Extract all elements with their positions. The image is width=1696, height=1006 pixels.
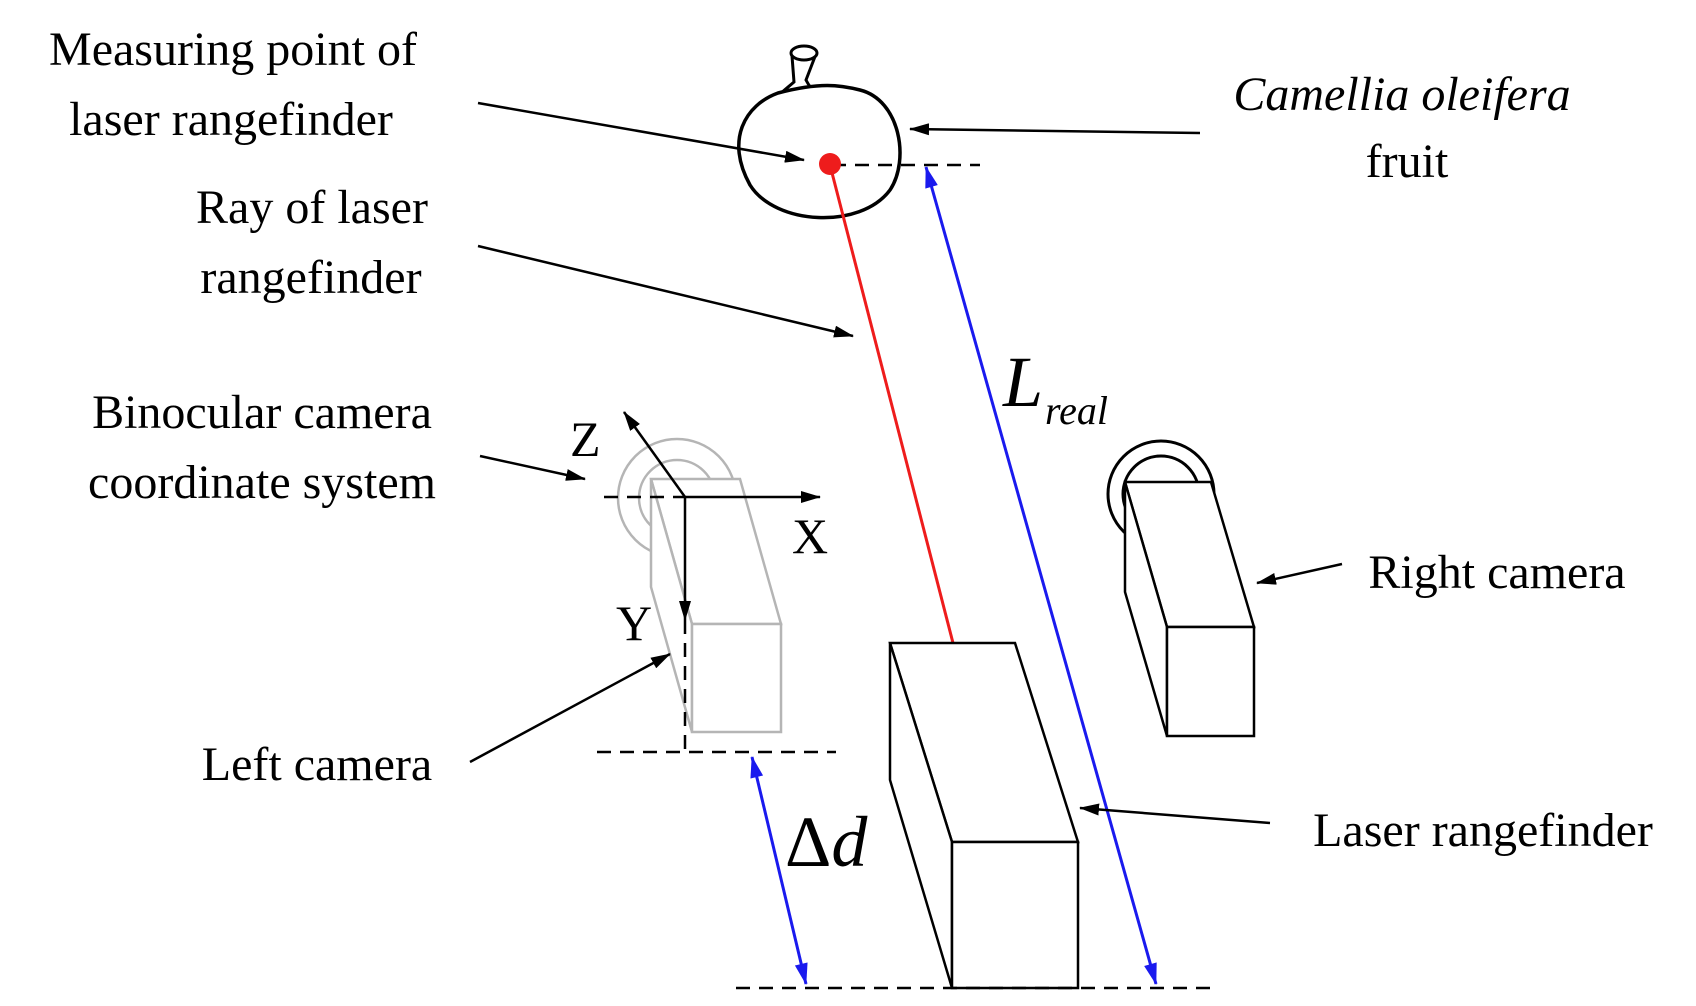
l-real-symbol: Lreal [1002, 342, 1108, 433]
ray-callout-arrow [477, 244, 854, 338]
delta-d-delta: Δ [785, 802, 831, 882]
delta-d-measurement-arrow [750, 755, 808, 986]
laser-ray [828, 164, 955, 644]
ray-label-line1: Ray of laser [196, 181, 428, 234]
fruit-callout-arrow [909, 123, 1201, 136]
measuring-point-label-line2: laser rangefinder [69, 93, 393, 146]
ray-label-line2: rangefinder [200, 251, 421, 304]
camellia-fruit [737, 44, 902, 220]
l-real-subscript: real [1045, 388, 1108, 433]
coordinate-system: X Y Z [570, 411, 828, 752]
left-camera-label: Left camera [202, 738, 432, 791]
delta-d-symbol: Δd [785, 802, 868, 882]
left-camera-callout-arrow [469, 652, 671, 764]
z-axis-label: Z [570, 411, 601, 467]
left-camera [616, 437, 783, 734]
fruit-body [737, 83, 902, 220]
right-camera [1106, 439, 1256, 738]
rangefinder-front [950, 840, 1080, 990]
l-real-measurement-arrow [924, 165, 1158, 986]
laser-rangefinder-body [888, 641, 1080, 990]
l-real-main: L [1002, 342, 1043, 422]
x-axis-label: X [792, 508, 828, 564]
binocular-label-line2: coordinate system [88, 456, 436, 509]
coordinate-callout-arrow [479, 454, 586, 481]
binocular-label-line1: Binocular camera [92, 386, 432, 439]
left-camera-body-front [690, 622, 783, 734]
right-camera-label: Right camera [1368, 546, 1625, 599]
rangefinder-callout-arrow [1079, 803, 1271, 825]
laser-rangefinder-label: Laser rangefinder [1313, 804, 1653, 857]
measuring-point [819, 153, 841, 175]
right-camera-callout-arrow [1256, 562, 1343, 585]
fruit-label-line1: Camellia oleifera [1233, 68, 1570, 121]
y-axis-label: Y [616, 595, 652, 651]
measuring-point-callout-arrow [477, 101, 805, 163]
right-camera-front [1165, 625, 1256, 738]
fruit-label-line2: fruit [1366, 135, 1449, 188]
delta-d-var: d [831, 802, 868, 882]
z-axis-arrow [622, 411, 687, 498]
measuring-point-label-line1: Measuring point of [49, 23, 417, 76]
fruit-stem-top [789, 44, 819, 62]
